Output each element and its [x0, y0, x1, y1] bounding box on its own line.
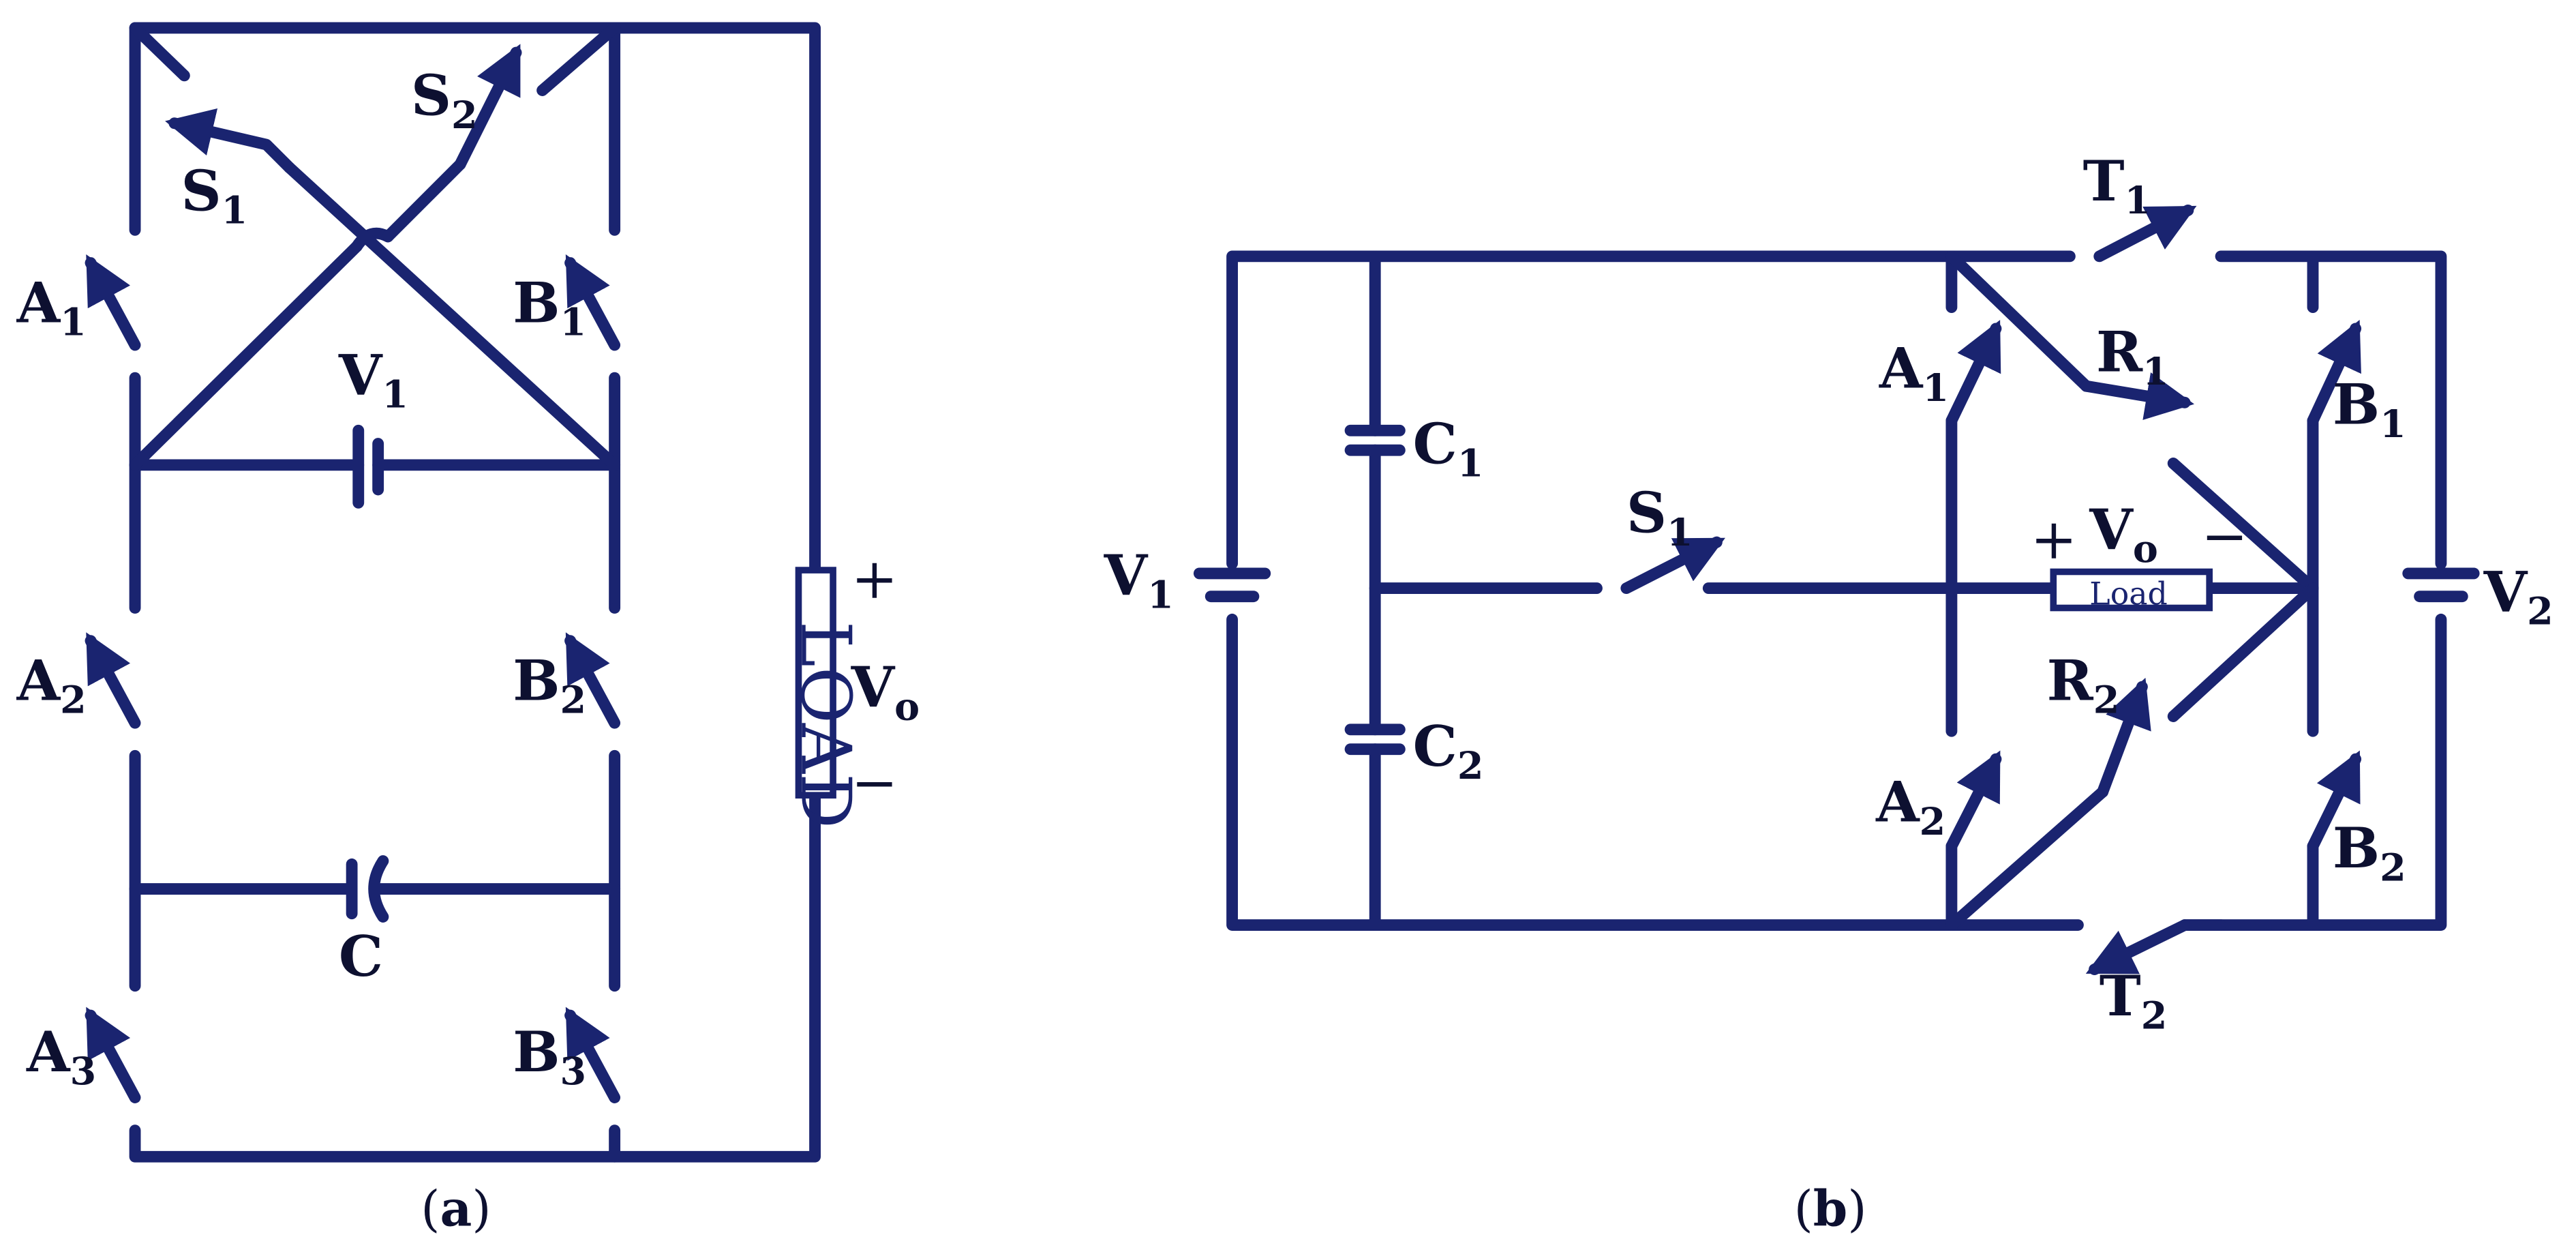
panel-b-switches	[1620, 204, 2362, 976]
panel-b-label-s1: S1	[1626, 481, 1693, 555]
panel-b-label-a1: A1	[1879, 336, 1949, 411]
panel-a-label-b2: B2	[513, 648, 586, 722]
panel-a-label-vo: Vo	[851, 655, 920, 729]
panel-a-label-s1: S1	[181, 158, 248, 233]
panel-b-load-label: Load	[2089, 576, 2168, 612]
panel-b-label-v2: V2	[2483, 559, 2554, 634]
panel-b-load	[2050, 568, 2213, 612]
panel-b-label-r1: R1	[2096, 320, 2169, 394]
panel-b-capacitor-c2	[1344, 724, 1406, 756]
panel-b-source-v2	[2402, 567, 2480, 603]
panel-b-label-v1: V1	[1104, 543, 1174, 617]
panel-b-nodes	[1591, 251, 2318, 931]
panel-a: LOAD S1 S2 A1 A2 A3 B1 B2 B3 V1 C Vo +	[16, 22, 920, 1238]
panel-a-load-label: LOAD	[785, 621, 866, 829]
panel-b-label-c2: C2	[1413, 714, 1484, 788]
panel-b-source-v1	[1193, 567, 1271, 603]
panel-a-label-a2: A2	[16, 648, 87, 722]
panel-b-label-b1: B1	[2333, 372, 2406, 447]
panel-b-label-b2: B2	[2333, 816, 2406, 890]
panel-a-switches	[85, 22, 621, 1103]
panel-a-label-v1: V1	[338, 342, 408, 417]
panel-b-wires	[1226, 250, 2447, 931]
panel-b-plus: +	[2031, 507, 2078, 572]
panel-a-minus: −	[851, 751, 898, 816]
panel-a-label-a1: A1	[16, 270, 87, 344]
panel-b-label-r2: R2	[2047, 648, 2120, 722]
panel-b-caption: (b)	[1794, 1180, 1867, 1238]
panel-a-label-b1: B1	[513, 270, 586, 344]
panel-a-label-a3: A3	[26, 1019, 96, 1094]
panel-b-label-t2: T2	[2100, 964, 2168, 1038]
panel-a-nodes	[130, 63, 620, 1136]
panel-a-source-v1	[352, 424, 384, 509]
panel-b-label-a2: A2	[1875, 770, 1945, 844]
panel-a-wires	[129, 22, 821, 1163]
panel-a-plus: +	[851, 547, 898, 612]
panel-a-load	[795, 567, 836, 799]
panel-a-capacitor	[346, 855, 389, 923]
panel-a-label-s2: S2	[411, 63, 478, 138]
panel-b: Load V1 V2 C1 C2 S1 T1 T2 A1 A2 B1 B2 R1	[1104, 149, 2554, 1238]
panel-a-label-c: C	[339, 924, 383, 989]
panel-b-capacitor-c1	[1344, 424, 1406, 456]
panel-b-label-c1: C1	[1413, 411, 1484, 486]
panel-b-minus: −	[2201, 504, 2248, 569]
panel-a-caption: (a)	[421, 1180, 491, 1238]
panel-b-label-vo: Vo	[2089, 497, 2158, 571]
panel-a-label-b3: B3	[513, 1019, 586, 1094]
panel-b-label-t1: T1	[2083, 149, 2151, 223]
